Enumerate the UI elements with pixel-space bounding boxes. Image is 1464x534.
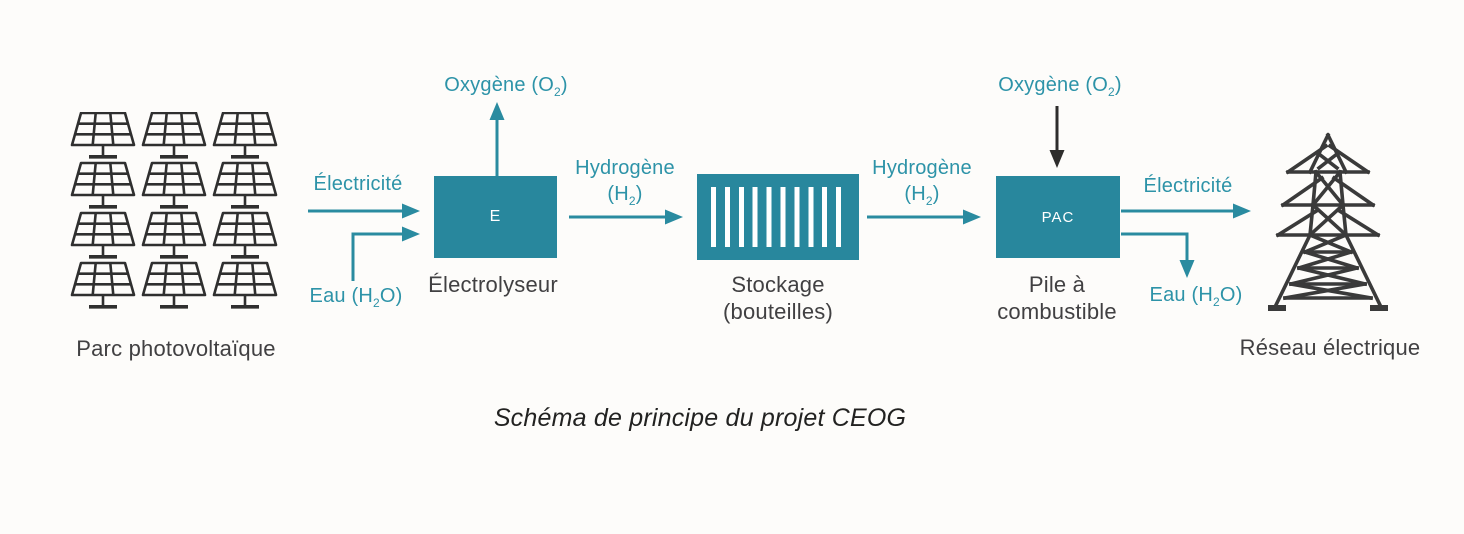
- flow-label-hydrogen-2: Hydrogène (H2): [872, 157, 972, 208]
- gas-bottles-icon: [711, 187, 845, 247]
- diagram-caption: Schéma de principe du projet CEOG: [493, 404, 907, 432]
- flow-label-water-out: Eau (H2O): [1149, 284, 1243, 309]
- storage-label: Stockage (bouteilles): [722, 272, 834, 324]
- flow-label-electricity-out: Électricité: [1143, 175, 1233, 197]
- fuel-cell-box: PAC: [996, 176, 1120, 258]
- grid-label: Réseau électrique: [1239, 335, 1421, 360]
- flow-label-oxygen-in: Oxygène (O2): [998, 74, 1122, 99]
- storage-box: [697, 174, 859, 260]
- electrolyzer-box-letter: E: [489, 208, 502, 225]
- solar-panel-icon: [70, 112, 278, 309]
- electrolyzer-label: Électrolyseur: [428, 272, 558, 297]
- flow-label-water-in: Eau (H2O): [309, 285, 403, 310]
- flow-label-electricity-in: Électricité: [313, 173, 403, 195]
- fuel-cell-box-letters: PAC: [1041, 208, 1075, 226]
- electrolyzer-box: E: [434, 176, 557, 258]
- transmission-tower-icon: [1268, 132, 1388, 311]
- flow-label-hydrogen-1: Hydrogène (H2): [575, 157, 675, 208]
- fuel-cell-label: Pile à combustible: [997, 272, 1117, 324]
- solar-park-label: Parc photovoltaïque: [76, 336, 276, 361]
- flow-label-oxygen-out: Oxygène (O2): [444, 74, 568, 99]
